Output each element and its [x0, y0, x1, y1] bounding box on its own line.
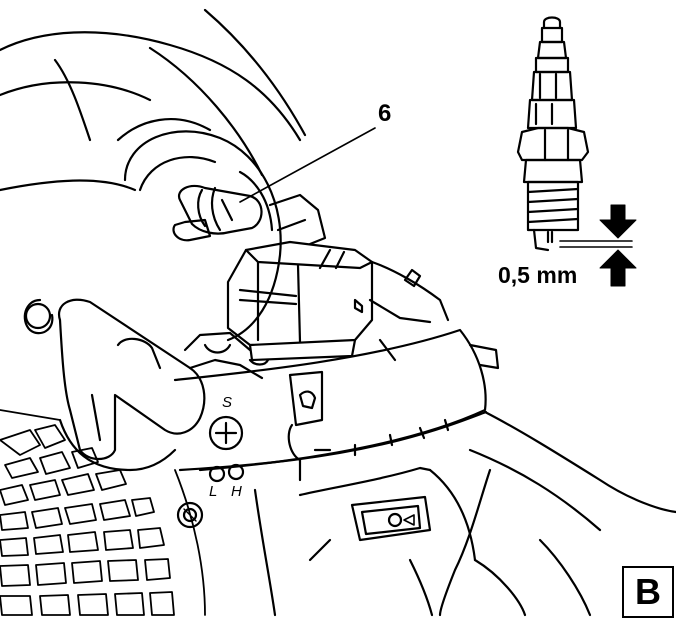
screw-s-label: S: [222, 394, 233, 411]
decompression-valve-icon: [176, 501, 204, 529]
idle-screw-s: [208, 415, 244, 451]
screw-l: [208, 465, 226, 483]
spark-plug-icon: [516, 16, 590, 252]
gap-arrow-down-icon: [599, 204, 637, 239]
lower-housing: [253, 410, 676, 617]
callout-leader-line: [239, 127, 376, 203]
cylinder-cover: [123, 130, 327, 342]
panel-label-box: B: [622, 566, 674, 618]
panel-letter: B: [635, 571, 661, 612]
screw-l-label: L: [209, 483, 218, 500]
starter-handle: [23, 298, 206, 472]
starter-grille: [0, 409, 206, 616]
gap-arrow-up-icon: [599, 249, 637, 287]
screw-h-label: H: [231, 483, 242, 500]
callout-number: 6: [378, 100, 392, 127]
spark-plug-cap: [172, 184, 263, 242]
screw-h: [227, 463, 245, 481]
stop-switch-icon: [350, 495, 432, 542]
electrode-gap-label: 0,5 mm: [498, 262, 578, 288]
top-cover: [0, 8, 307, 192]
